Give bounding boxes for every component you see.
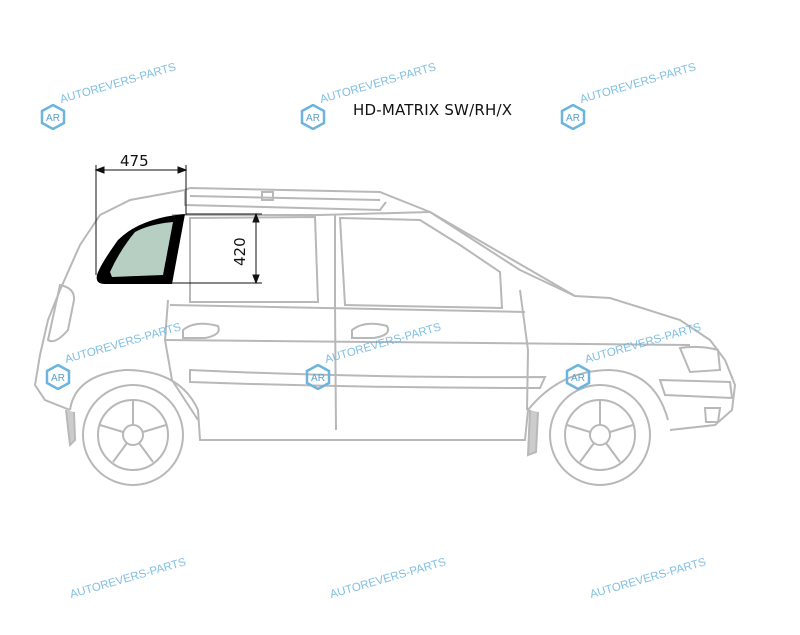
svg-text:AR: AR [306,113,320,124]
svg-text:AR: AR [571,373,585,384]
autorevers-logo-icon: AR [305,364,331,390]
watermark: AR AUTOREVERS-PARTS [305,321,455,400]
autorevers-logo-icon: AR [40,104,66,130]
watermark: AR AUTOREVERS-PARTS [560,61,710,140]
dimension-lines [94,165,262,285]
watermark: AR AUTOREVERS-PARTS [40,61,190,140]
watermark: AUTOREVERS-PARTS [68,556,188,601]
watermark: AR AUTOREVERS-PARTS [565,321,715,400]
highlighted-quarter-glass [96,214,185,284]
svg-text:AR: AR [46,113,60,124]
part-title: HD-MATRIX SW/RH/X [353,101,513,119]
car-outline [33,186,737,486]
autorevers-logo-icon: AR [45,364,71,390]
car-side-view-drawing [33,165,737,486]
watermark: AR AUTOREVERS-PARTS [45,321,195,400]
watermark: AUTOREVERS-PARTS [328,556,448,601]
watermark: AR AUTOREVERS-PARTS [300,61,450,140]
svg-text:AR: AR [566,113,580,124]
autorevers-logo-icon: AR [300,104,326,130]
autorevers-logo-icon: AR [560,104,586,130]
svg-text:AR: AR [51,373,65,384]
width-dimension-label: 475 [120,152,149,170]
watermark: AUTOREVERS-PARTS [588,556,708,601]
svg-text:AR: AR [311,373,325,384]
height-dimension-label: 420 [231,237,249,266]
autorevers-logo-icon: AR [565,364,591,390]
